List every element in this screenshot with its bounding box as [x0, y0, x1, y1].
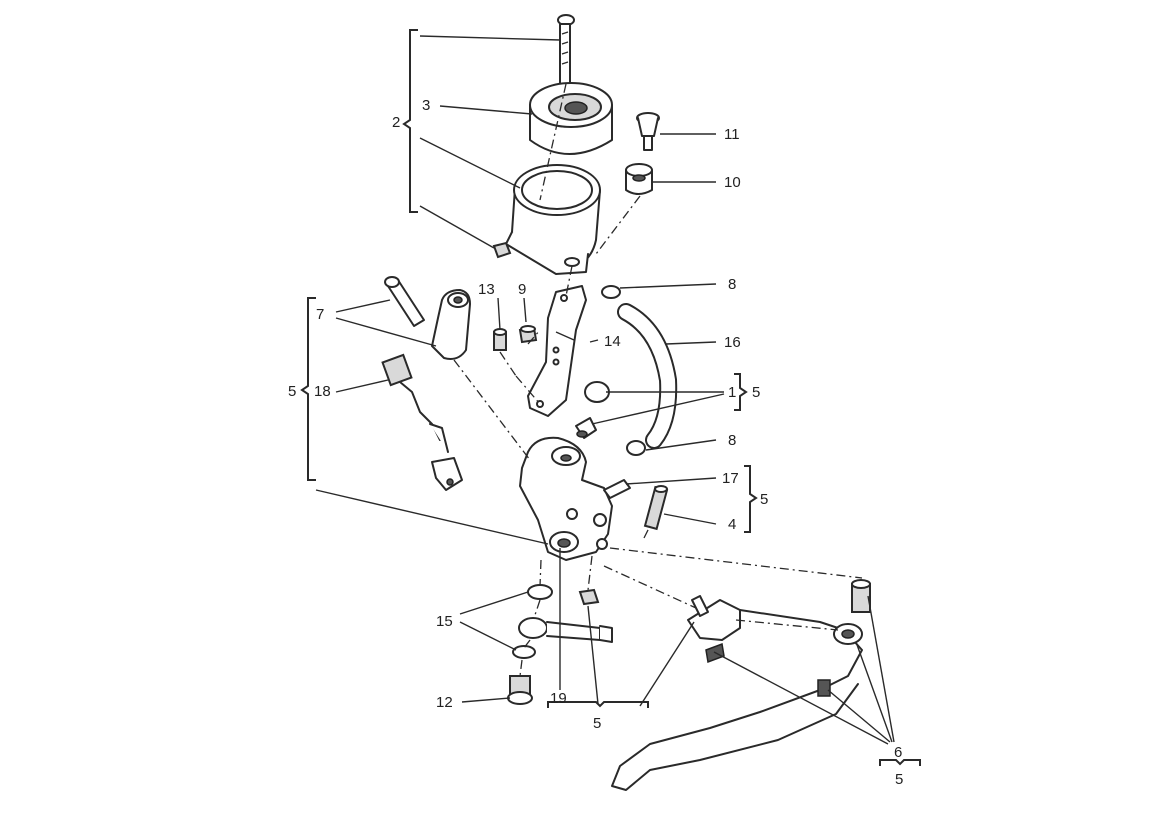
- brake-light-switch: [381, 353, 463, 491]
- callout-3: 3: [422, 97, 430, 114]
- callout-13: 13: [478, 281, 495, 298]
- callout-8-top: 8: [728, 276, 736, 293]
- lever-pivot-bolt: [691, 595, 709, 617]
- grouping-brackets: [300, 29, 921, 766]
- banjo-bolt: [507, 675, 533, 705]
- callout-9: 9: [518, 281, 526, 298]
- assembly-lines: [453, 83, 863, 677]
- callout-5-mid: 5: [760, 491, 768, 508]
- callout-5-top: 5: [752, 384, 760, 401]
- callout-12: 12: [436, 694, 453, 711]
- brake-switch-screw: [384, 276, 425, 327]
- reservoir-cap: [529, 82, 613, 155]
- callout-17: 17: [722, 470, 739, 487]
- callout-16: 16: [724, 334, 741, 351]
- callout-18: 18: [314, 383, 331, 400]
- callout-4: 4: [728, 516, 736, 533]
- banjo-fitting: [518, 617, 613, 643]
- callout-8-mid: 8: [728, 432, 736, 449]
- washer-lower: [512, 645, 536, 659]
- adjuster-pin: [643, 485, 669, 531]
- callout-1: 1: [728, 384, 736, 401]
- master-cylinder-body: [519, 436, 613, 561]
- lock-nut: [578, 588, 600, 606]
- reservoir-nut: [492, 241, 512, 259]
- callout-5-bottom: 5: [593, 715, 601, 732]
- callout-5-left: 5: [288, 383, 296, 400]
- callout-15: 15: [436, 613, 453, 630]
- grommet: [625, 163, 653, 195]
- callout-7: 7: [316, 306, 324, 323]
- brake-lever: [611, 579, 871, 791]
- callout-19: 19: [550, 690, 567, 707]
- callout-14: 14: [604, 333, 621, 350]
- leader-lines: [315, 35, 895, 745]
- clamp-half: [431, 289, 471, 360]
- callout-6: 6: [894, 744, 902, 761]
- bleed-cap: [575, 381, 610, 439]
- callout-labels: 2 3 11 10 8 13 9 7 14 16 5 18 1 5 8 17 5…: [288, 97, 903, 788]
- callout-10: 10: [724, 174, 741, 191]
- hose-clamp-top: [601, 285, 621, 299]
- callout-2: 2: [392, 114, 400, 131]
- callout-11: 11: [724, 126, 740, 143]
- breather-cap: [636, 112, 660, 151]
- push-rod: [603, 479, 631, 499]
- reservoir-screw: [557, 14, 575, 85]
- bracket-nut: [518, 325, 538, 344]
- hose-clamp-mid: [626, 440, 646, 456]
- washer-upper: [527, 584, 553, 600]
- reservoir-body: [505, 164, 601, 275]
- callout-5-right: 5: [895, 771, 903, 788]
- bracket-screw: [493, 328, 507, 351]
